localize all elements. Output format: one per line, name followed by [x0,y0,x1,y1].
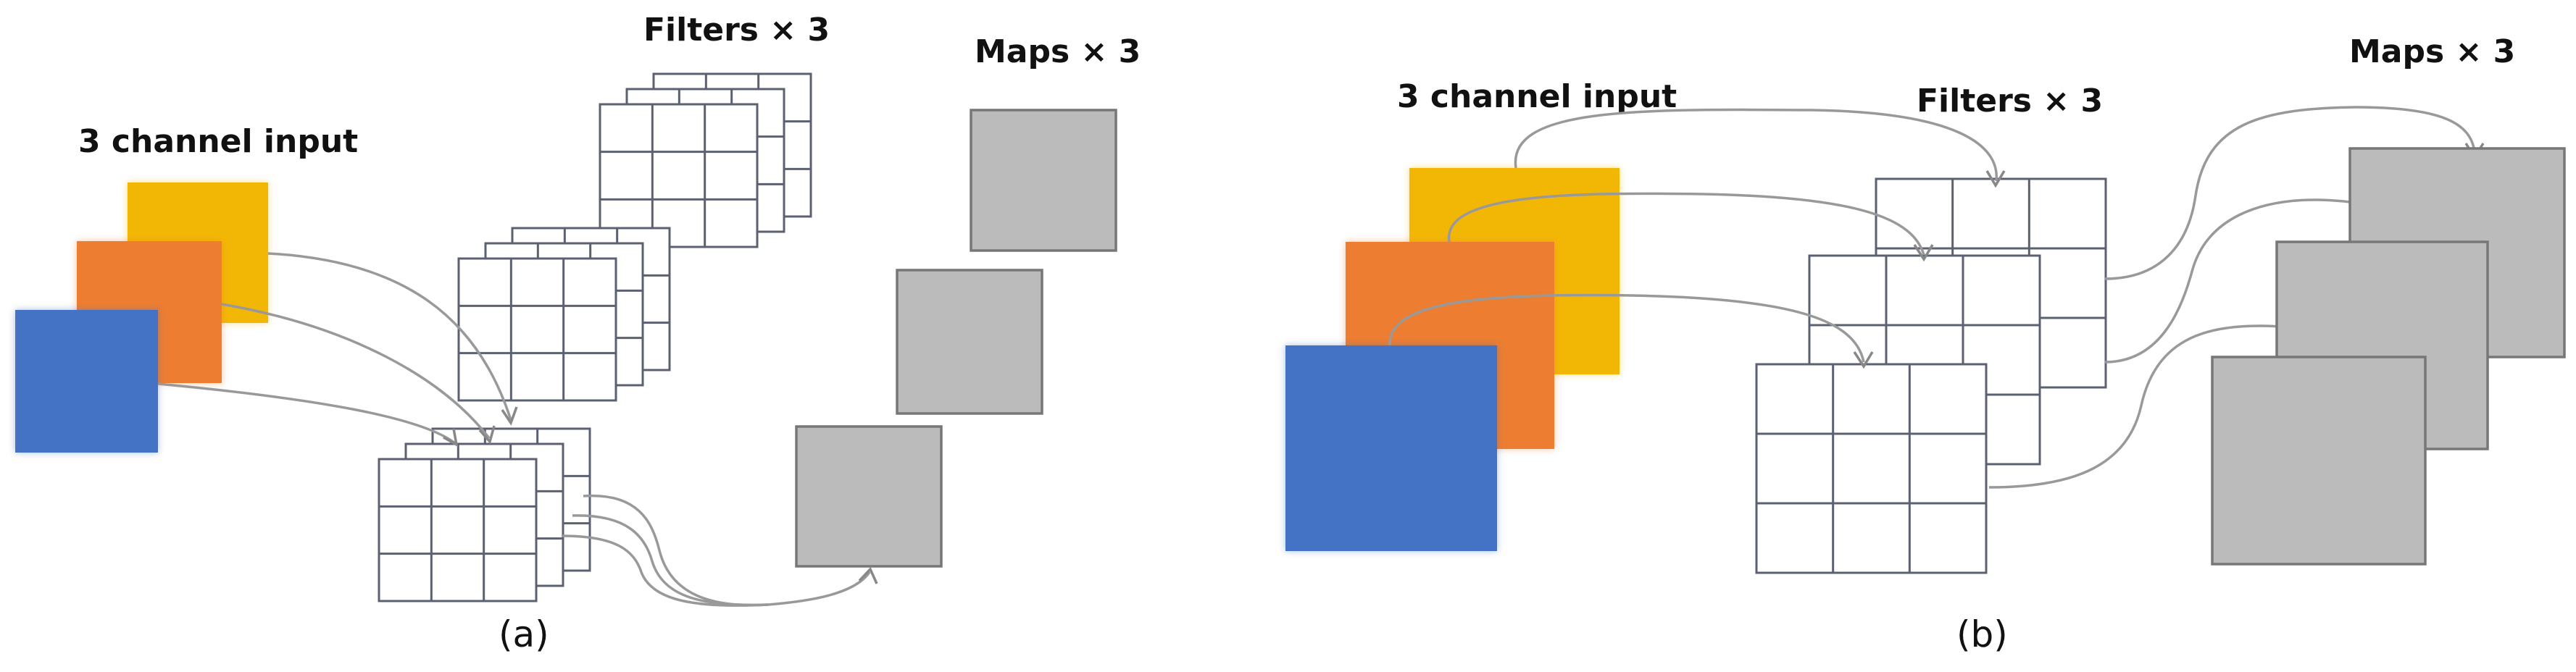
panel-b-filter-front [1755,363,1988,574]
panel-a-arrow-filter-1 [583,494,871,607]
panel-a-feature-map-2 [896,269,1043,415]
panel-a-filter-middle-front-kernel [457,257,617,402]
panel-a-filter-top-front-kernel [599,103,759,248]
panel-a-filter-middle-front-kernel-border [457,257,617,402]
panel-b-arrow-map-1 [2104,106,2476,280]
panel-b-channel-blue [1285,345,1497,551]
panel-b: 3 channel input Filters × 3 Maps × 3 [1285,33,2566,655]
panel-a-arrowhead-orange [478,425,496,445]
panel-b-caption: (b) [1956,613,2008,655]
panel-a-arrowhead-map [858,566,878,584]
panel-b-arrowhead-blue [1853,351,1874,369]
panel-a-arrow-blue [157,382,457,445]
panel-a-channel-blue [15,310,158,453]
panel-a-arrow-yellow [267,252,512,421]
panel-a: 3 channel input Filters × 3 Maps × 3 (a) [15,12,1141,655]
panel-b-feature-map-front [2211,356,2427,566]
panel-a-feature-map-1 [970,109,1117,252]
panel-a-filters-label: Filters × 3 [643,12,830,49]
panel-b-maps-label: Maps × 3 [2349,33,2515,70]
panel-a-maps-label: Maps × 3 [975,33,1141,70]
panel-a-filter-middle [457,227,671,402]
panel-a-filter-bottom-front-kernel [378,458,538,602]
panel-a-arrow-orange [221,303,491,440]
panel-a-filter-bottom-front-kernel-border [378,458,538,602]
panel-a-filter-top [599,72,812,248]
panel-b-arrow-yellow [1514,108,1998,182]
panel-b-filter-front-kernel [1755,363,1988,574]
panel-a-arrowhead-blue [443,428,459,448]
panel-a-input-label: 3 channel input [78,123,358,160]
panel-a-arrowhead-yellow [501,406,518,426]
panel-a-feature-map-3 [795,425,943,568]
panel-b-arrow-orange [1447,192,1925,256]
panel-b-arrow-blue [1388,293,1865,363]
panel-a-filter-bottom [378,427,591,602]
panel-a-arrow-filter-3 [561,534,769,607]
panel-b-filter-front-kernel-border [1755,363,1988,574]
panel-a-filter-top-front-kernel-border [599,103,759,248]
panel-b-input-label: 3 channel input [1397,78,1677,115]
panel-a-caption: (a) [499,613,549,655]
panel-b-arrowhead-yellow [1985,170,2006,188]
panel-b-arrowhead-orange [1913,244,1934,262]
panel-b-filters-label: Filters × 3 [1917,83,2103,119]
panel-a-arrow-filter-2 [572,514,769,607]
